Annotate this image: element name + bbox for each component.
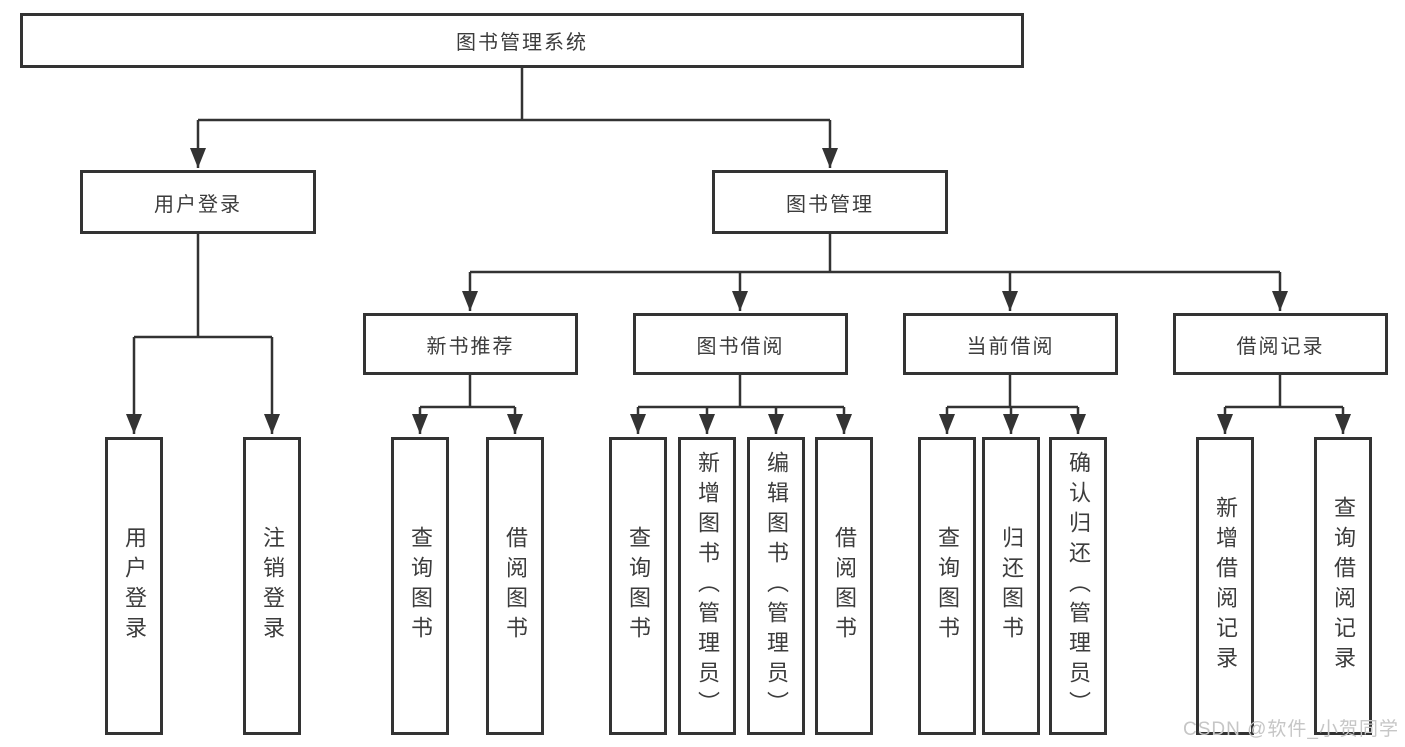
leaf-borrow-edit-books-admin: 编辑图书（管理员） bbox=[747, 437, 805, 735]
node-root-library-system: 图书管理系统 bbox=[20, 13, 1024, 68]
leaf-user-login: 用户登录 bbox=[105, 437, 163, 735]
node-new-book-recommend: 新书推荐 bbox=[363, 313, 578, 375]
leaf-records-add-record: 新增借阅记录 bbox=[1196, 437, 1254, 735]
leaf-borrow-borrow-books: 借阅图书 bbox=[815, 437, 873, 735]
node-book-management: 图书管理 bbox=[712, 170, 948, 234]
leaf-records-query-record: 查询借阅记录 bbox=[1314, 437, 1372, 735]
leaf-recommend-borrow-books: 借阅图书 bbox=[486, 437, 544, 735]
leaf-borrow-add-books-admin: 新增图书（管理员） bbox=[678, 437, 736, 735]
node-user-login: 用户登录 bbox=[80, 170, 316, 234]
leaf-logout: 注销登录 bbox=[243, 437, 301, 735]
node-borrow-records: 借阅记录 bbox=[1173, 313, 1388, 375]
leaf-current-return-books: 归还图书 bbox=[982, 437, 1040, 735]
leaf-current-query-books: 查询图书 bbox=[918, 437, 976, 735]
leaf-borrow-query-books: 查询图书 bbox=[609, 437, 667, 735]
csdn-watermark: CSDN @软件_小贺同学 bbox=[1183, 719, 1399, 740]
leaf-recommend-query-books: 查询图书 bbox=[391, 437, 449, 735]
node-book-borrow: 图书借阅 bbox=[633, 313, 848, 375]
node-current-borrow: 当前借阅 bbox=[903, 313, 1118, 375]
leaf-current-confirm-return-admin: 确认归还（管理员） bbox=[1049, 437, 1107, 735]
